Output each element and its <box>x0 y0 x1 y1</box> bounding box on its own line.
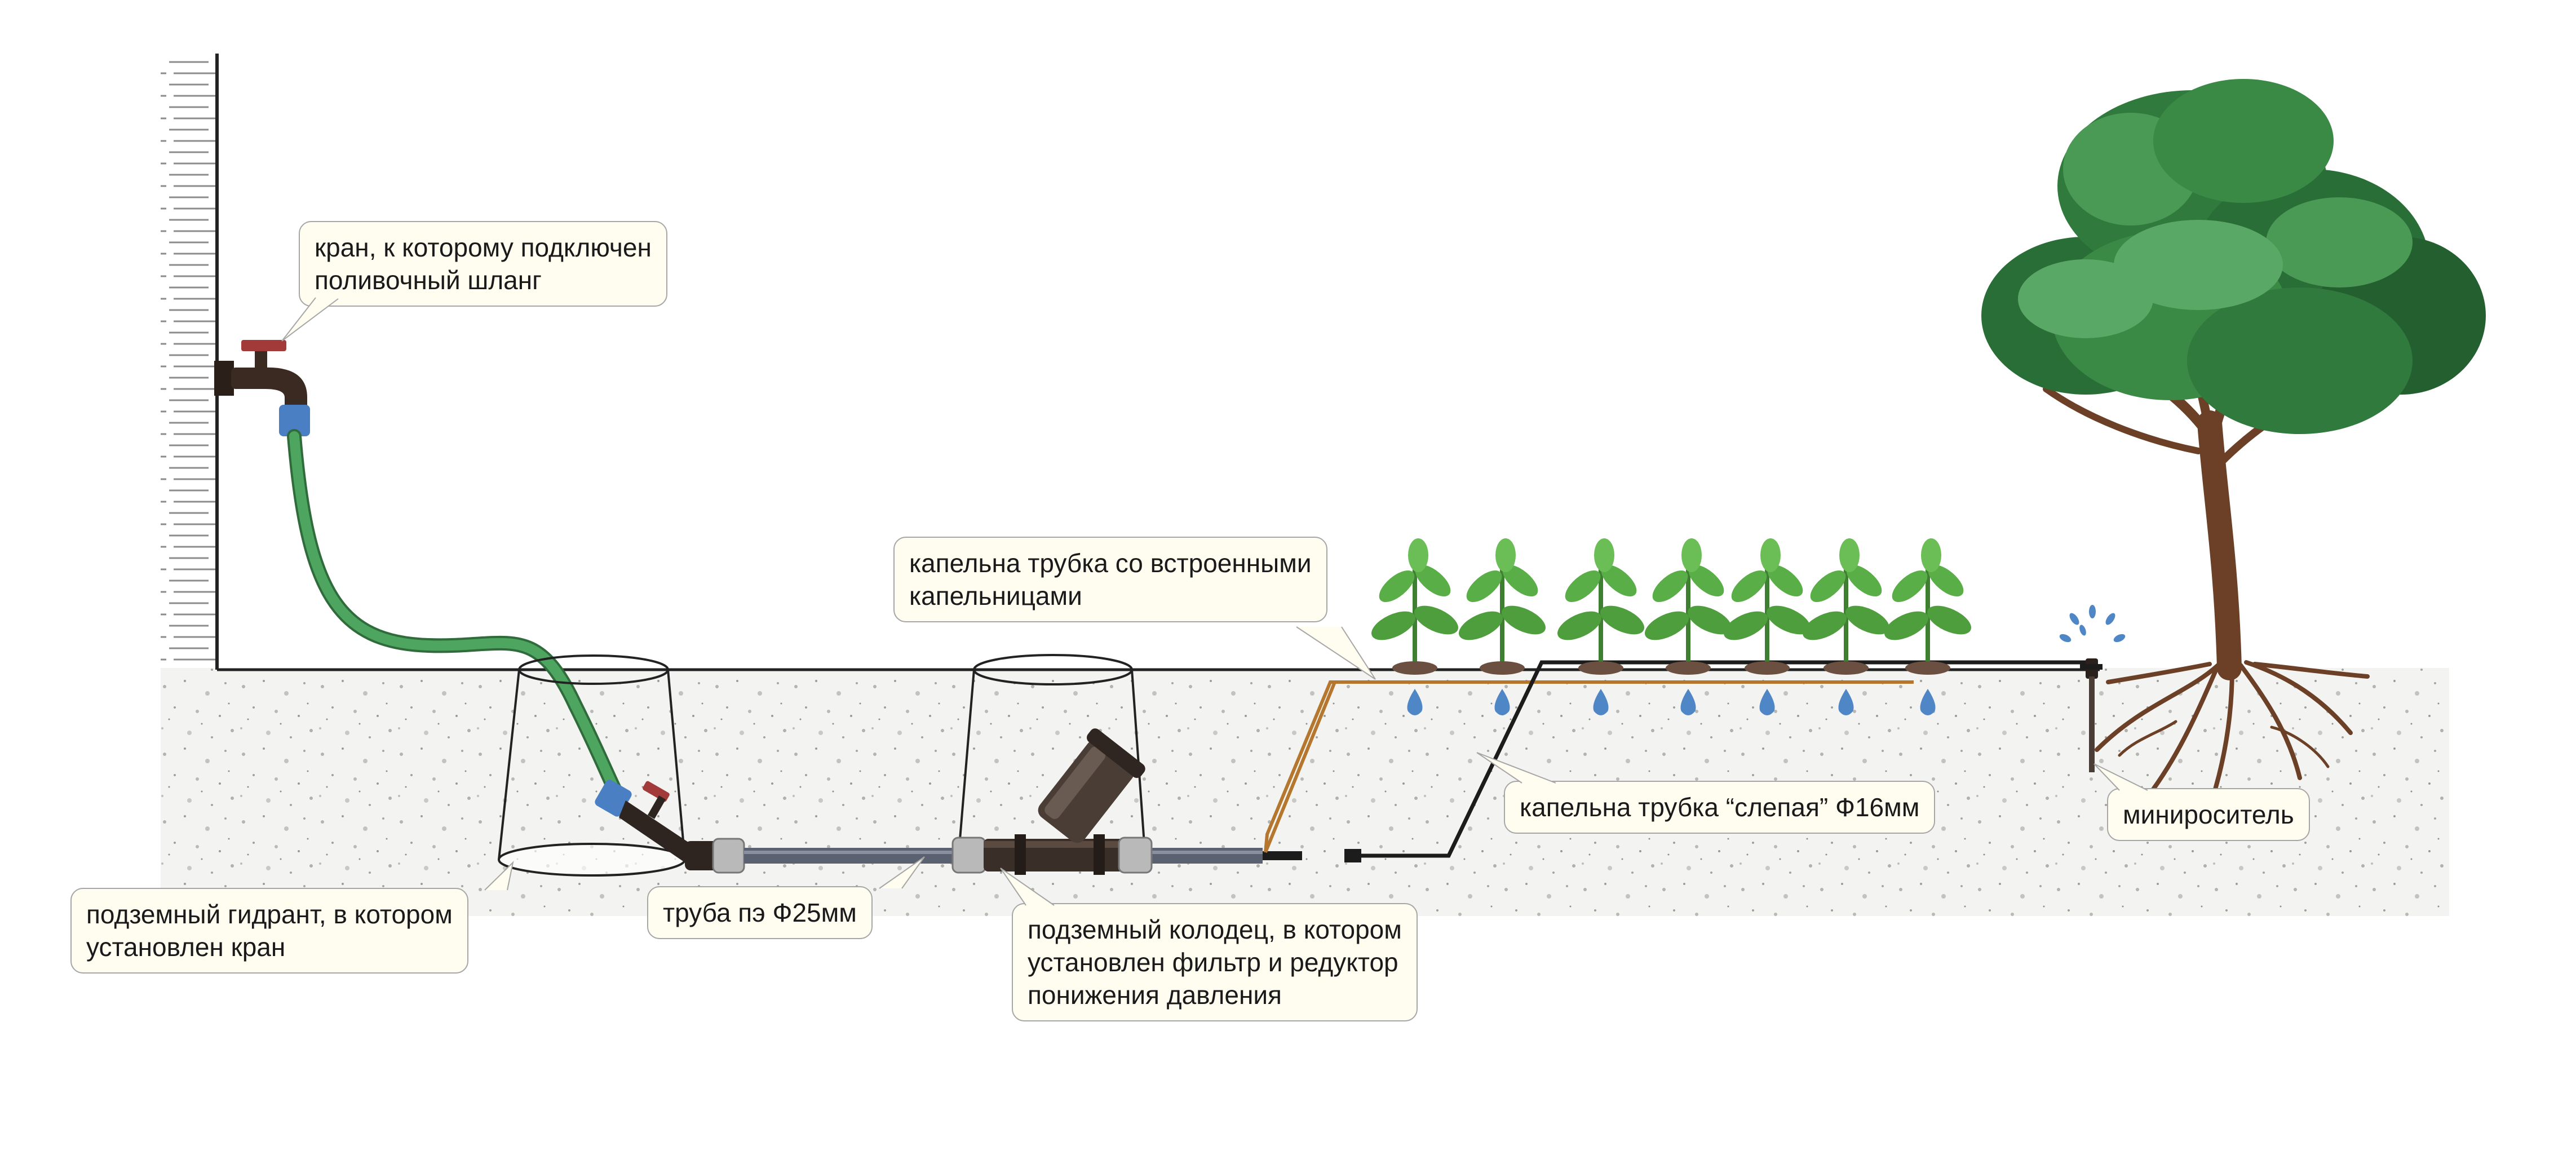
callout-hydrant-line-1: подземный гидрант, в котором <box>86 900 453 929</box>
callout-tap-line-1: кран, к которому подключен <box>315 233 652 262</box>
water-drop-icon <box>1680 689 1696 715</box>
callout-drip-blind-line-1: капельна трубка “слепая” Ф16мм <box>1520 793 1920 822</box>
wall-tap-icon <box>214 340 310 436</box>
callout-tap: кран, к которому подключен поливочный шл… <box>299 221 667 307</box>
callout-hydrant: подземный гидрант, в котором установлен … <box>70 888 468 974</box>
tree-icon <box>1981 79 2486 791</box>
sprinkler-spray <box>2059 605 2126 643</box>
pe-pipe <box>685 838 1263 874</box>
plant-icon <box>1371 538 1458 675</box>
tree-roots <box>2095 660 2370 791</box>
callout-sprinkler-line-1: минироситель <box>2123 800 2294 829</box>
callout-well-line-2: установлен фильтр и редуктор <box>1028 948 1398 977</box>
plant-icon <box>1884 538 1971 675</box>
callout-sprinkler: минироситель <box>2107 788 2310 841</box>
water-drop-icon <box>1407 689 1423 715</box>
callout-well-line-1: подземный колодец, в котором <box>1028 915 1402 944</box>
plant-icon <box>1557 538 1644 675</box>
water-drop-icon <box>1593 689 1609 715</box>
callout-well-line-3: понижения давления <box>1028 980 1282 1010</box>
callout-drip-builtin-line-1: капельна трубка со встроенными <box>909 548 1312 578</box>
plant-icon <box>1645 538 1732 675</box>
callout-pipe: труба пэ Ф25мм <box>647 886 873 939</box>
callout-tap-line-2: поливочный шланг <box>315 266 542 295</box>
drip-tube-builtin <box>1264 680 1914 853</box>
plants-row <box>1371 538 1971 715</box>
plant-icon <box>1459 538 1546 675</box>
soil-texture <box>161 668 2449 916</box>
drip-tube-builtin-feed <box>1264 681 1336 853</box>
callout-pipe-line-1: труба пэ Ф25мм <box>663 898 857 927</box>
hose-icon <box>287 429 625 802</box>
tree-foliage <box>1981 79 2486 434</box>
callout-drip-blind: капельна трубка “слепая” Ф16мм <box>1504 781 1936 834</box>
water-drop-icon <box>1759 689 1775 715</box>
wall-texture <box>161 54 217 668</box>
tube-adapter <box>1263 849 1361 862</box>
sprinkler-icon <box>2059 605 2126 772</box>
callout-drip-builtin: капельна трубка со встроенными капельниц… <box>893 537 1327 622</box>
hydrant-valve-icon <box>595 780 693 862</box>
filter-icon <box>951 728 1153 875</box>
water-drop-icon <box>1494 689 1510 715</box>
plant-icon <box>1724 538 1811 675</box>
water-drop-icon <box>1838 689 1854 715</box>
callout-drip-builtin-line-2: капельницами <box>909 581 1082 610</box>
plant-icon <box>1803 538 1889 675</box>
water-drop-icon <box>1920 689 1936 715</box>
callout-hydrant-line-2: установлен кран <box>86 932 286 962</box>
callout-well: подземный колодец, в котором установлен … <box>1012 903 1418 1021</box>
